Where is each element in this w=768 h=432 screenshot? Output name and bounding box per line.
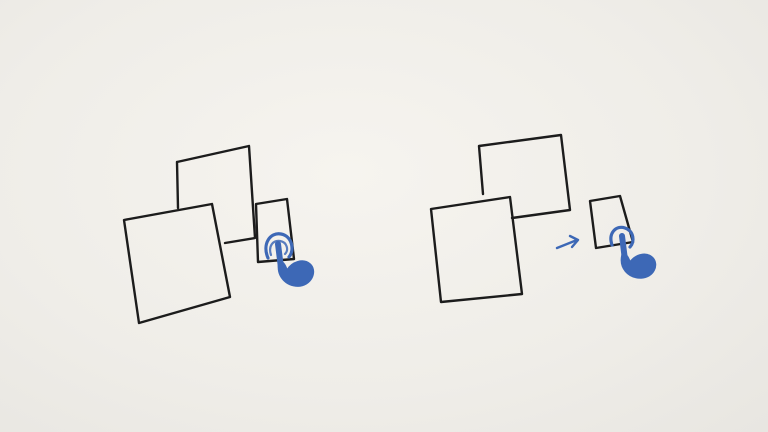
- front-window: [429, 195, 524, 304]
- right-arrow-icon: [555, 234, 580, 250]
- front-window: [122, 202, 232, 325]
- tap-gesture-icon: [609, 225, 657, 279]
- tap-gesture-icon: [264, 232, 315, 287]
- back-window: [175, 144, 257, 245]
- panel-before: [122, 144, 315, 325]
- back-window: [477, 133, 572, 220]
- panel-after: [429, 133, 657, 304]
- small-window: [254, 197, 296, 264]
